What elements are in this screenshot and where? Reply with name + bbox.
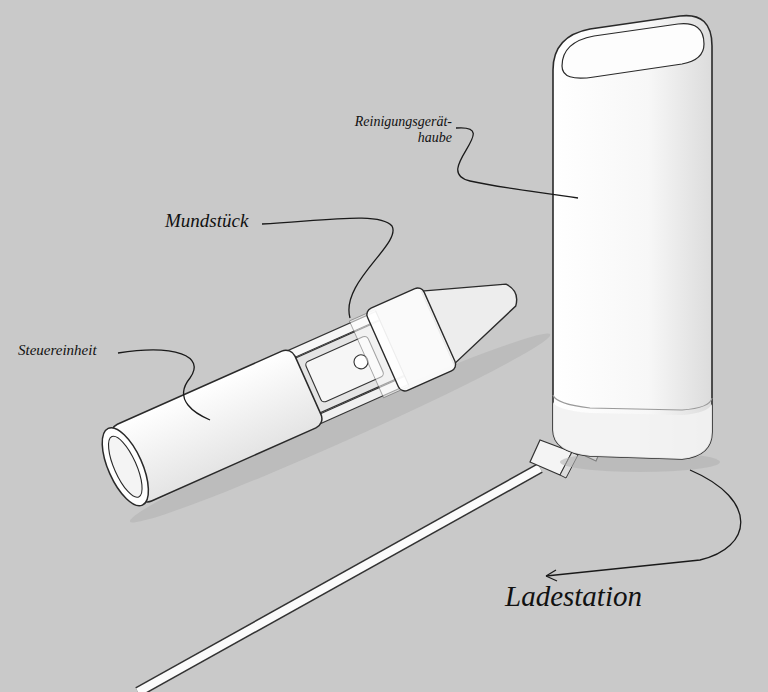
part-label: Reinigungsgerät- haube (330, 114, 452, 146)
cleaning-station (553, 16, 720, 472)
part-label: Steuereinheit (18, 342, 97, 359)
part-label: Ladestation (505, 580, 642, 613)
leader-lines (118, 128, 741, 581)
part-label: Mundstück (165, 210, 248, 232)
vaporizer-device (91, 246, 556, 535)
